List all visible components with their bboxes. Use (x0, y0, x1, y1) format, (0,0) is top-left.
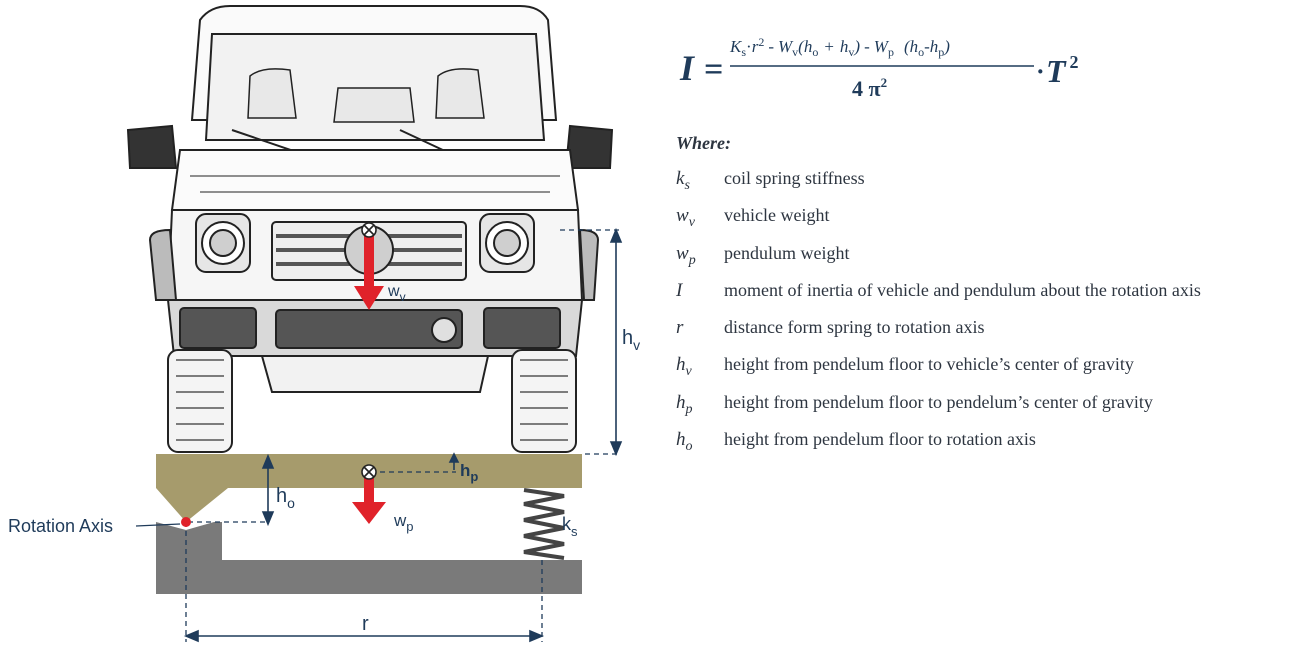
r-label: r (362, 613, 369, 635)
base-frame (156, 522, 582, 594)
formula-lhs: I (679, 48, 696, 88)
legend-row-wv: wv vehicle weight (676, 205, 1296, 242)
hp-label: hp (460, 461, 478, 484)
legend-row-hv: hv height from pendelum floor to vehicle… (676, 354, 1296, 391)
legend-symbol: r (676, 317, 684, 339)
legend-symbol: wp (676, 242, 696, 268)
legend-description: vehicle weight (724, 205, 830, 226)
legend-symbol: ho (676, 429, 693, 454)
legend-symbol: hv (676, 354, 692, 380)
legend-row-wp: wp pendulum weight (676, 243, 1296, 280)
dimension-arrows (183, 227, 623, 643)
legend-description: height from pendelum floor to pendelum’s… (724, 391, 1153, 412)
wp-label: wp (393, 511, 414, 534)
pendulum-weight-arrow (352, 464, 386, 524)
pendulum-diagram: Rotation Axis hv hp ho wv wp ks r (8, 5, 640, 643)
where-heading: Where: (676, 133, 731, 153)
legend-description: height from pendelum floor to rotation a… (724, 429, 1036, 450)
formula-equals: = (704, 51, 723, 88)
legend-description: height from pendelum floor to vehicle’s … (724, 354, 1134, 375)
rotation-axis-leader (135, 523, 181, 527)
ks-label: ks (562, 514, 578, 539)
legend-symbol: wv (676, 205, 695, 231)
legend-description: coil spring stiffness (724, 168, 865, 188)
legend-row-ks: ks coil spring stiffness (676, 168, 1296, 205)
hv-label: hv (622, 327, 640, 353)
legend-symbol: ks (676, 168, 690, 193)
legend-row-i: I moment of inertia of vehicle and pendu… (676, 280, 1296, 317)
rotation-axis-point (181, 517, 191, 527)
legend-row-hp: hp height from pendelum floor to pendelu… (676, 392, 1296, 429)
formula-times: · (1036, 57, 1045, 86)
legend-description: pendulum weight (724, 242, 850, 263)
legend-symbol: hp (676, 391, 693, 417)
coil-spring (523, 488, 565, 560)
formula-numerator: Ks·r2-Wv(ho+hv)-Wp(ho-hp) (729, 35, 950, 59)
formula-denominator: 4 π2 (852, 75, 887, 101)
legend-row-ho: ho height from pendelum floor to rotatio… (676, 429, 1296, 466)
dimension-lines (185, 229, 620, 642)
variable-legend: ks coil spring stiffness wv vehicle weig… (676, 168, 1296, 466)
legend-description: moment of inertia of vehicle and pendulu… (724, 279, 1201, 300)
legend-symbol: I (676, 279, 683, 301)
vehicle-illustration (126, 5, 614, 453)
ho-label: ho (276, 485, 295, 511)
legend-description: distance form spring to rotation axis (724, 317, 985, 338)
legend-row-r: r distance form spring to rotation axis (676, 317, 1296, 354)
wv-label: wv (387, 283, 406, 304)
vehicle-weight-arrow (354, 222, 384, 310)
rotation-axis-label: Rotation Axis (8, 516, 113, 536)
